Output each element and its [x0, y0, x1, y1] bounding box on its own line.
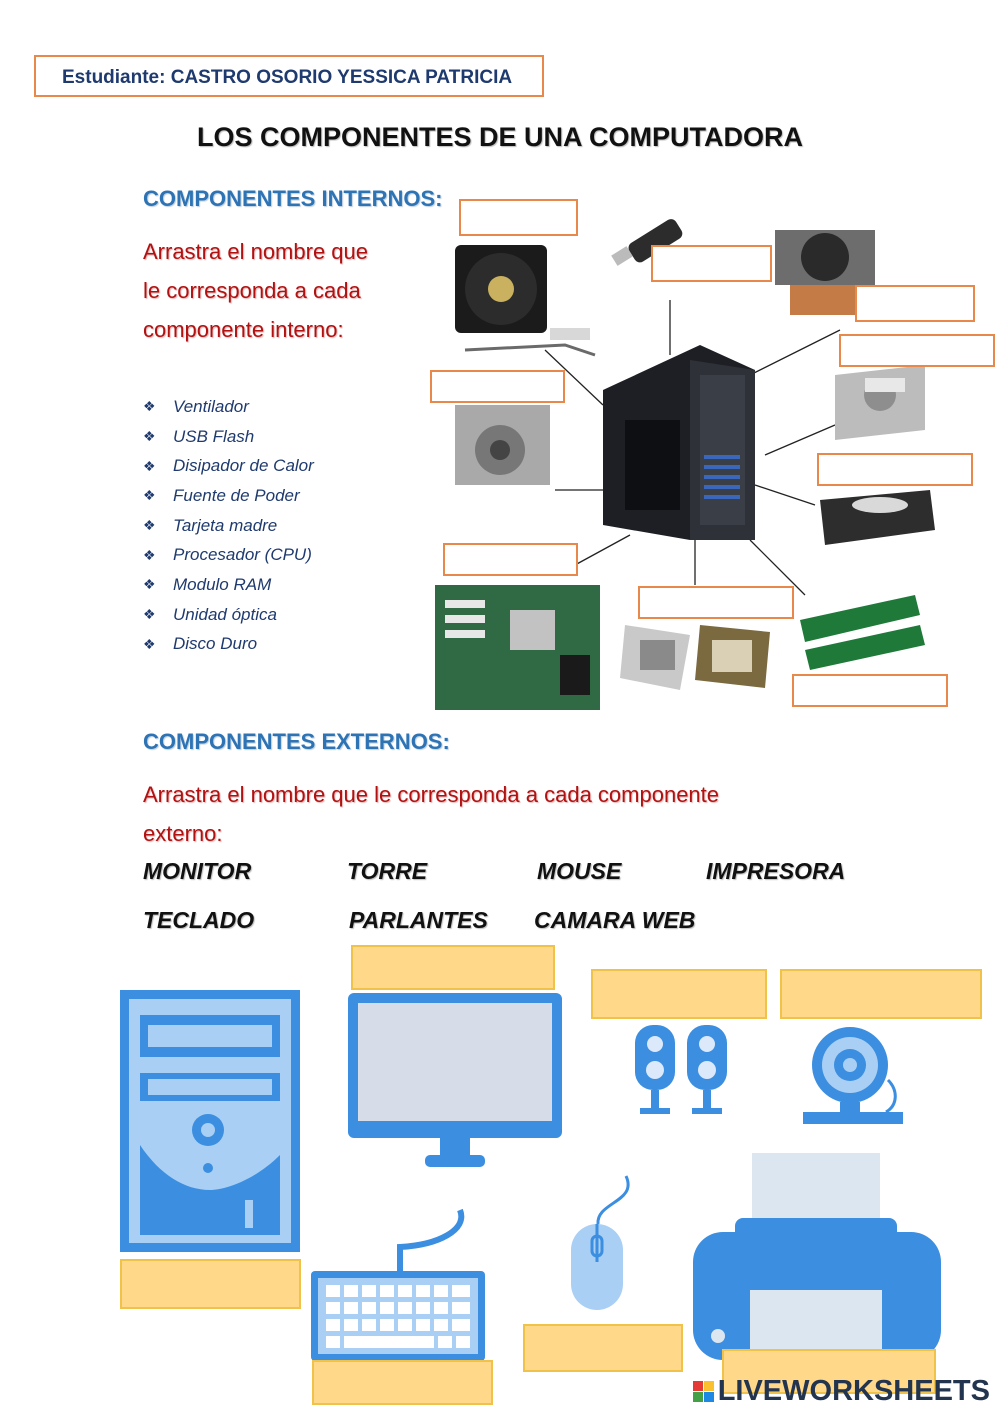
diamond-bullet-icon: ❖	[143, 635, 156, 652]
internos-word-list: ❖ Ventilador ❖ USB Flash ❖ Disipador de Cal…	[143, 392, 314, 659]
list-item: ❖ Procesador (CPU)	[143, 540, 314, 570]
word-camara-web[interactable]: CAMARA WEB	[534, 907, 696, 933]
optical-drive-image	[820, 490, 935, 545]
drop-box-internal-8[interactable]	[638, 586, 794, 619]
word-modulo-ram[interactable]: Modulo RAM	[173, 574, 272, 594]
usb-flash-image	[611, 219, 683, 266]
instruction-line: Arrastra el nombre que le corresponda a …	[143, 782, 720, 807]
list-item: ❖ Unidad óptica	[143, 600, 314, 630]
instruction-line: componente interno:	[143, 317, 344, 342]
drop-box-external-5[interactable]	[523, 1324, 683, 1372]
heat-sink-image	[775, 230, 875, 315]
processor-image	[620, 625, 770, 690]
ram-module-image	[800, 595, 925, 670]
drop-box-internal-2[interactable]	[651, 245, 772, 282]
tower-icon	[120, 990, 300, 1252]
keyboard-icon	[311, 1208, 485, 1361]
list-item: ❖ Disco Duro	[143, 630, 314, 660]
word-impresora[interactable]: IMPRESORA	[706, 858, 846, 884]
word-usb-flash[interactable]: USB Flash	[173, 426, 255, 446]
instruction-line: externo:	[143, 821, 223, 846]
word-tarjeta-madre[interactable]: Tarjeta madre	[173, 515, 278, 535]
drop-box-external-3[interactable]	[780, 969, 982, 1019]
drop-box-external-1[interactable]	[351, 945, 555, 990]
word-disco-duro[interactable]: Disco Duro	[173, 634, 258, 654]
instruction-line: le corresponda a cada	[143, 278, 361, 303]
list-item: ❖ Tarjeta madre	[143, 511, 314, 541]
printer-icon	[693, 1153, 941, 1360]
monitor-icon	[348, 993, 562, 1167]
webcam-icon	[803, 1027, 903, 1124]
hard-disk-image	[835, 365, 925, 440]
tower-case-image	[603, 345, 755, 540]
word-monitor[interactable]: MONITOR	[143, 858, 252, 884]
diamond-bullet-icon: ❖	[143, 457, 156, 474]
logo-text: LIVEWORKSHEETS	[717, 1375, 990, 1407]
word-teclado[interactable]: TECLADO	[143, 907, 255, 933]
page-title: LOS COMPONENTES DE UNA COMPUTADORA	[196, 122, 803, 152]
mouse-icon	[571, 1175, 630, 1310]
word-torre[interactable]: TORRE	[347, 858, 428, 884]
list-item: ❖ USB Flash	[143, 422, 314, 452]
internos-heading: COMPONENTES INTERNOS:	[143, 186, 443, 211]
list-item: ❖ Disipador de Calor	[143, 451, 314, 481]
word-ventilador[interactable]: Ventilador	[173, 396, 249, 416]
externos-instruction: Arrastra el nombre que le corresponda a …	[143, 775, 719, 853]
drop-box-external-7[interactable]	[722, 1349, 936, 1394]
diamond-bullet-icon: ❖	[143, 546, 156, 563]
connector-lines	[544, 300, 841, 596]
word-procesador[interactable]: Procesador (CPU)	[173, 545, 312, 565]
liveworksheets-logo: LIVEWORKSHEETS	[692, 1375, 990, 1408]
diamond-bullet-icon: ❖	[143, 487, 156, 504]
list-item: ❖ Ventilador	[143, 392, 314, 422]
list-item: ❖ Fuente de Poder	[143, 481, 314, 511]
drop-box-internal-6[interactable]	[817, 453, 973, 486]
diamond-bullet-icon: ❖	[143, 428, 156, 445]
word-unidad-optica[interactable]: Unidad óptica	[173, 604, 277, 624]
internos-instruction: Arrastra el nombre que le corresponda a …	[143, 232, 368, 349]
fan-image	[455, 245, 596, 357]
drop-box-internal-5[interactable]	[430, 370, 565, 403]
liveworksheets-badge-icon	[692, 1381, 714, 1402]
drop-box-external-2[interactable]	[591, 969, 767, 1019]
drop-box-internal-9[interactable]	[792, 674, 948, 707]
drop-box-internal-3[interactable]	[855, 285, 975, 322]
diamond-bullet-icon: ❖	[143, 606, 156, 623]
drop-box-internal-7[interactable]	[443, 543, 578, 576]
word-disipador[interactable]: Disipador de Calor	[173, 456, 314, 476]
power-supply-image	[455, 405, 550, 485]
word-parlantes[interactable]: PARLANTES	[349, 907, 488, 933]
diamond-bullet-icon: ❖	[143, 576, 156, 593]
drop-box-internal-1[interactable]	[459, 199, 578, 236]
instruction-line: Arrastra el nombre que	[143, 239, 368, 264]
drop-box-external-6[interactable]	[312, 1360, 493, 1405]
diamond-bullet-icon: ❖	[143, 398, 156, 415]
drop-box-internal-4[interactable]	[839, 334, 995, 367]
student-name: Estudiante: CASTRO OSORIO YESSICA PATRIC…	[62, 67, 513, 88]
list-item: ❖ Modulo RAM	[143, 570, 314, 600]
speakers-icon	[635, 1025, 727, 1114]
word-mouse[interactable]: MOUSE	[537, 858, 622, 884]
student-name-box: Estudiante: CASTRO OSORIO YESSICA PATRIC…	[34, 55, 544, 97]
externos-heading: COMPONENTES EXTERNOS:	[143, 729, 450, 754]
drop-box-external-4[interactable]	[120, 1259, 301, 1309]
word-fuente-poder[interactable]: Fuente de Poder	[173, 485, 300, 505]
diamond-bullet-icon: ❖	[143, 517, 156, 534]
motherboard-image	[435, 585, 600, 710]
internal-components-diagram	[435, 219, 935, 710]
